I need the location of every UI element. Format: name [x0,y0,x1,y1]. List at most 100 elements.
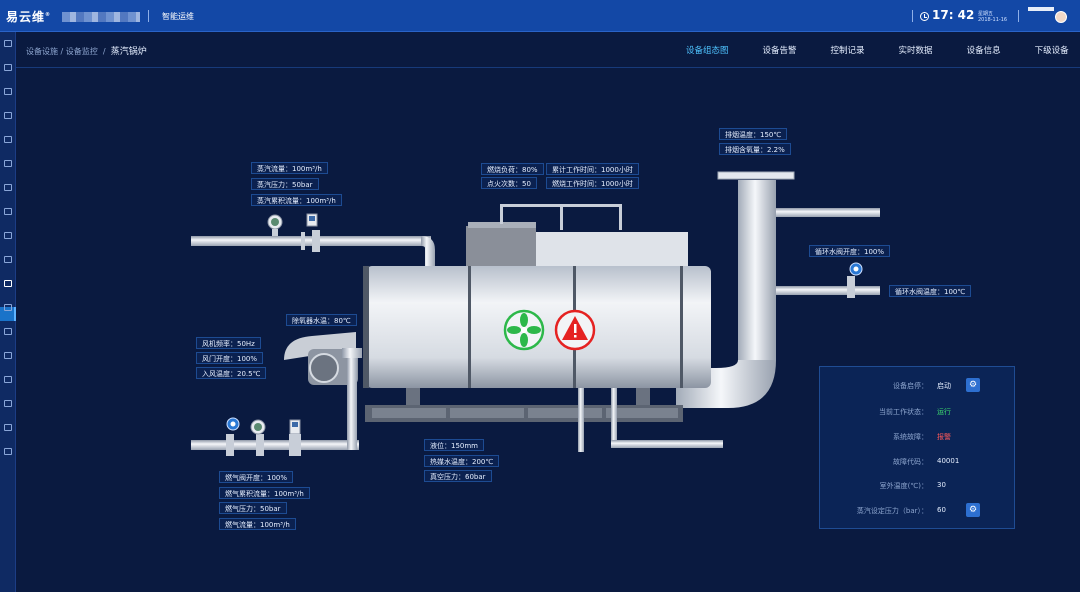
weekday: 星期五 [978,11,994,17]
tab-bar: 设备组态图 设备告警 控制记录 实时数据 设备信息 下级设备 [686,44,1080,56]
gas-pipe [191,440,359,450]
circulation-pipe [776,286,880,295]
panel-row-work-status: 当前工作状态： 运行 [820,407,1016,421]
label-exhaust-temp: 排烟温度：150℃ [719,128,788,140]
drop-icon[interactable] [4,352,12,359]
label-steam-total-flow: 蒸汽累积流量：100m³/h [251,194,342,206]
fault-code-value: 40001 [937,457,960,465]
breadcrumb-current: 蒸汽锅炉 [110,47,147,57]
label-gas-valve-open: 燃气阀开度：100% [219,471,294,483]
target-icon[interactable] [4,304,12,311]
gas-riser-pipe [347,358,357,450]
label-steam-flow: 蒸汽流量：100m³/h [251,162,328,174]
panel-label: 室外温度(℃)： [879,482,928,490]
current-date: 2018-11-16 [978,17,1008,23]
database-icon[interactable] [4,88,12,95]
system-name: 智能运维 [162,12,194,21]
outdoor-temp-value: 30 [937,481,946,489]
blurred-user-name [1028,7,1054,11]
label-gas-pressure: 燃气压力：50bar [219,502,287,514]
breadcrumb-separator: / [60,47,64,56]
status-panel: 设备启停： 启动 ⚙ 当前工作状态： 运行 系统故障： 报警 故障代码： 400… [819,366,1015,529]
label-medium-temp: 热媒水温度：200℃ [424,455,500,467]
steam-pressure-gear-button[interactable]: ⚙ [966,503,980,517]
grid-icon[interactable] [4,184,12,191]
copy-icon[interactable] [4,376,12,383]
label-level: 液位：150mm [424,439,484,451]
label-gas-flow: 燃气流量：100m³/h [219,518,296,530]
current-time: 17: 42 [932,8,975,22]
tab-sub-devices[interactable]: 下级设备 [1034,46,1069,56]
tab-device-info[interactable]: 设备信息 [966,46,1001,56]
list-icon[interactable] [4,280,12,287]
home-icon[interactable] [4,64,12,71]
chimney-flange [717,171,795,180]
circulation-valve-icon [847,276,855,298]
header-divider [1018,10,1019,22]
steam-pipe-elbow [421,236,435,266]
tab-alarms[interactable]: 设备告警 [762,46,797,56]
label-circ-valve-temp: 循环水阀温度：100℃ [889,285,972,297]
panel-label: 故障代码： [893,458,928,466]
label-steam-pressure: 蒸汽压力：50bar [251,178,319,190]
header-divider [148,10,149,22]
breadcrumb-monitoring[interactable]: 设备监控 [65,47,98,56]
label-burn-work-time: 燃烧工作时间：1000小时 [546,177,639,189]
top-bar: 易云维® 智能运维 17: 42 星期五 2018-11-16 [0,0,1080,32]
label-vacuum-pressure: 真空压力：60bar [424,470,492,482]
chart-icon[interactable] [4,136,12,143]
return-pipe [611,388,617,444]
label-damper-open: 风门开度：100% [196,352,264,364]
blurred-org-name [62,12,140,22]
tab-control-log[interactable]: 控制记录 [830,46,865,56]
label-ignition-count: 点火次数：50 [481,177,537,189]
steam-pipe [191,236,431,246]
panel-label: 当前工作状态： [879,408,928,416]
breadcrumb: 设备设施 / 设备监控 / 蒸汽锅炉 [26,44,147,57]
panel-row-fault-code: 故障代码： 40001 [820,457,1016,471]
boiler-diagram [191,171,880,456]
leaf-icon[interactable] [4,160,12,167]
menu-icon[interactable] [4,40,12,47]
tab-realtime[interactable]: 实时数据 [898,46,933,56]
table-icon[interactable] [4,424,12,431]
label-total-work-time: 累计工作时间：1000小时 [546,163,639,175]
system-fault-value: 报警 [937,433,951,441]
clock-icon [920,12,929,21]
document-icon[interactable] [4,232,12,239]
exhaust-branch-pipe [776,208,880,217]
header-divider [912,10,913,22]
logo: 易云维® [6,10,52,24]
panel-row-start-stop: 设备启停： 启动 ⚙ [820,378,1016,395]
label-gas-total-flow: 燃气累积流量：100m³/h [219,487,310,499]
grid2-icon[interactable] [4,448,12,455]
panel-label: 系统故障： [893,433,928,441]
settings-icon[interactable] [4,400,12,407]
pin-icon[interactable] [4,328,12,335]
panel-label: 设备启停： [893,382,928,390]
panel-row-system-fault: 系统故障： 报警 [820,432,1016,446]
steam-set-pressure-value: 60 [937,506,946,514]
gas-valve-icon [226,434,234,456]
location-icon[interactable] [4,208,12,215]
label-fan-frequency: 风机频率：50Hz [196,337,261,349]
panel-row-outdoor-temp: 室外温度(℃)： 30 [820,481,1016,495]
start-stop-gear-button[interactable]: ⚙ [966,378,980,392]
panel-row-steam-set-pressure: 蒸汽设定压力（bar）： 60 ⚙ [820,503,1016,520]
user-avatar[interactable] [1055,11,1067,23]
boiler-top-cover [536,232,688,268]
drain-pipe [578,388,584,452]
panel-label: 蒸汽设定压力（bar）： [856,507,928,515]
label-inlet-air-temp: 入风温度：20.5℃ [196,367,267,379]
work-status-value: 运行 [937,408,951,416]
wave-icon[interactable] [4,256,12,263]
label-exhaust-oxygen: 排烟含氧量：2.2% [719,143,791,155]
breadcrumb-separator: / [102,47,106,56]
label-burn-load: 燃烧负荷：80% [481,163,544,175]
monitor-icon[interactable] [4,112,12,119]
chimney [738,180,776,360]
boiler-top-unit [466,226,536,268]
breadcrumb-facilities[interactable]: 设备设施 [26,47,58,56]
tab-diagram[interactable]: 设备组态图 [686,46,729,56]
start-stop-value: 启动 [937,382,951,390]
